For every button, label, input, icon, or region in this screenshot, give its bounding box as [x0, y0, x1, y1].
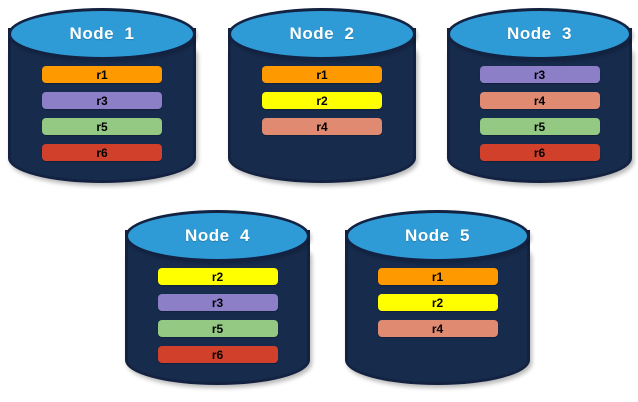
shard-list: r1 r2 r4	[228, 66, 416, 135]
cylinder-top-ellipse: Node 5	[345, 210, 530, 262]
shard-bar[interactable]: r4	[377, 320, 498, 337]
shard-bar[interactable]: r5	[42, 118, 162, 135]
shard-list: r1 r2 r4	[345, 268, 530, 337]
shard-list: r1 r3 r5 r6	[8, 66, 196, 161]
shard-bar[interactable]: r6	[479, 144, 600, 161]
cylinder-top-ellipse: Node 1	[8, 8, 196, 60]
node-label: Node 5	[405, 226, 470, 245]
node-4[interactable]: Node 4 r2 r3 r5 r6	[125, 210, 310, 385]
shard-bar[interactable]: r2	[157, 268, 278, 285]
node-3[interactable]: Node 3 r3 r4 r5 r6	[447, 8, 632, 183]
shard-bar[interactable]: r1	[42, 66, 162, 83]
node-1[interactable]: Node 1 r1 r3 r5 r6	[8, 8, 196, 183]
shard-bar[interactable]: r6	[157, 346, 278, 363]
shard-list: r3 r4 r5 r6	[447, 66, 632, 161]
shard-bar[interactable]: r5	[479, 118, 600, 135]
shard-bar[interactable]: r5	[157, 320, 278, 337]
node-label: Node 4	[185, 226, 250, 245]
shard-bar[interactable]: r2	[262, 92, 382, 109]
node-label: Node 1	[69, 24, 135, 43]
cylinder-top-ellipse: Node 4	[125, 210, 310, 262]
shard-bar[interactable]: r4	[262, 118, 382, 135]
shard-bar[interactable]: r2	[377, 294, 498, 311]
node-label: Node 3	[507, 24, 572, 43]
node-5[interactable]: Node 5 r1 r2 r4	[345, 210, 530, 385]
shard-bar[interactable]: r1	[377, 268, 498, 285]
cylinder-top-ellipse: Node 3	[447, 8, 632, 60]
shard-list: r2 r3 r5 r6	[125, 268, 310, 363]
shard-bar[interactable]: r6	[42, 144, 162, 161]
shard-bar[interactable]: r3	[479, 66, 600, 83]
shard-bar[interactable]: r3	[42, 92, 162, 109]
shard-bar[interactable]: r1	[262, 66, 382, 83]
node-label: Node 2	[289, 24, 355, 43]
cylinder-top-ellipse: Node 2	[228, 8, 416, 60]
shard-bar[interactable]: r3	[157, 294, 278, 311]
node-2[interactable]: Node 2 r1 r2 r4	[228, 8, 416, 183]
shard-bar[interactable]: r4	[479, 92, 600, 109]
